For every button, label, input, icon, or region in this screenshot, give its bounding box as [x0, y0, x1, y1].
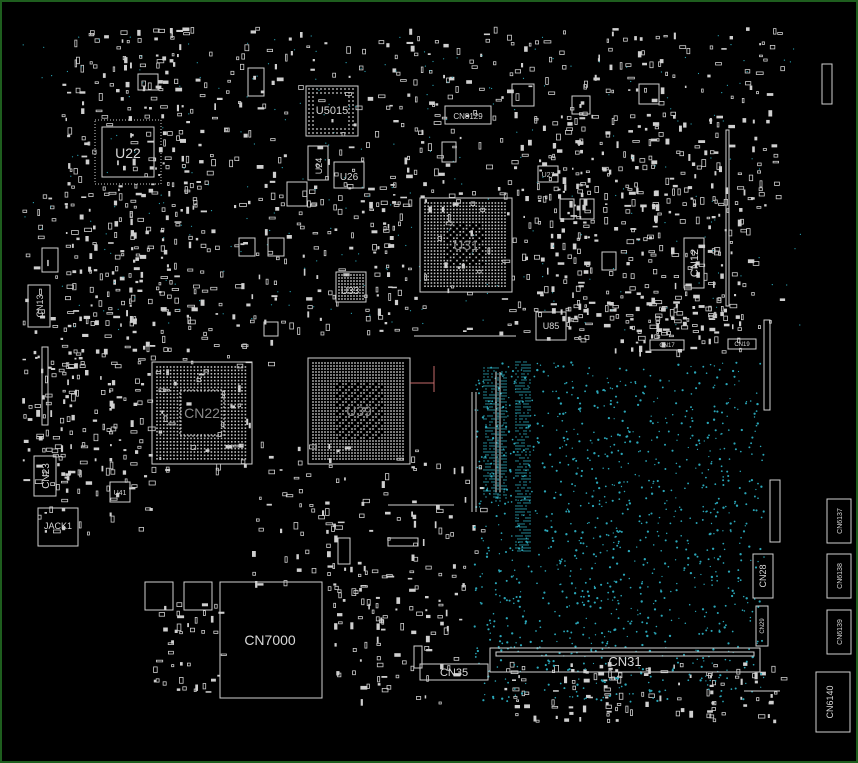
connector-cn6138[interactable] — [826, 553, 852, 599]
connector-cn7000[interactable] — [219, 581, 323, 699]
part-ic-k — [601, 251, 617, 271]
label-cn17: CN17 — [659, 343, 675, 349]
label-u5015: U5015 — [316, 105, 348, 117]
chip-u39[interactable] — [307, 357, 411, 465]
part-ic-e — [559, 198, 575, 220]
label-u26: U26 — [340, 172, 359, 183]
part-cn35-left — [413, 645, 423, 669]
label-cn22: CN22 — [184, 405, 220, 421]
connector-strip-right-mid — [763, 319, 771, 411]
part-cn7000-left-a — [144, 581, 174, 611]
label-u27: U27 — [542, 172, 555, 179]
connector-cn13[interactable] — [27, 284, 51, 328]
label-cn12: CN12 — [689, 249, 701, 277]
connector-top-right — [821, 63, 833, 105]
chip-u41[interactable] — [109, 481, 131, 503]
label-cn29: CN29 — [760, 618, 766, 634]
connector-cn23[interactable] — [33, 455, 57, 497]
component-scatter — [22, 26, 788, 724]
label-cn35: CN35 — [440, 667, 468, 679]
chip-u5015[interactable] — [305, 85, 359, 137]
chip-u26[interactable] — [333, 161, 365, 189]
chip-u24[interactable] — [307, 145, 329, 181]
part-ic-b — [511, 83, 535, 107]
label-u39: U39 — [346, 403, 372, 419]
trace-lines — [388, 335, 780, 692]
connector-strip-right — [725, 129, 730, 307]
connector-cn35[interactable] — [419, 663, 489, 681]
label-u22: U22 — [115, 145, 141, 161]
label-cn6140: CN6140 — [825, 685, 835, 718]
label-u24: U24 — [314, 158, 324, 175]
connector-cn31[interactable] — [489, 647, 761, 673]
label-cn6137: CN6137 — [837, 508, 844, 534]
label-u85: U85 — [543, 321, 560, 331]
connector-cn31-pins — [495, 651, 755, 657]
chip-u33[interactable] — [335, 271, 367, 303]
connector-cn26 — [387, 537, 419, 547]
connector-cn8129[interactable] — [444, 105, 492, 125]
part-ic-a — [286, 181, 308, 207]
part-cn7000-left-b — [183, 581, 213, 611]
part-ic-d — [638, 83, 660, 105]
chip-u27[interactable] — [537, 165, 559, 183]
label-cn8129: CN8129 — [453, 112, 483, 121]
label-cn19: CN19 — [734, 342, 750, 348]
part-ic-m — [441, 141, 457, 163]
connector-cn6140[interactable] — [815, 671, 851, 733]
connector-cn29[interactable] — [755, 605, 769, 647]
part-ic-h — [267, 237, 285, 257]
part-ic-c — [571, 95, 591, 115]
connector-strip-left — [41, 346, 49, 426]
chip-u31[interactable] — [419, 197, 513, 293]
connector-cn28[interactable] — [752, 553, 774, 599]
part-top-ic — [247, 67, 265, 97]
jack-jack1[interactable] — [37, 507, 79, 547]
part-ic-j — [263, 321, 279, 337]
connector-small-right — [769, 479, 781, 543]
connector-cn6137[interactable] — [826, 498, 852, 544]
label-cn13: CN13 — [35, 294, 45, 317]
connector-cn12[interactable] — [683, 237, 705, 289]
via-field — [22, 35, 802, 703]
bga-pins — [156, 88, 506, 460]
label-cn28: CN28 — [758, 564, 768, 587]
connector-cn6139[interactable] — [826, 609, 852, 655]
part-left-top — [41, 247, 59, 273]
label-cn7000: CN7000 — [244, 632, 296, 648]
chip-cn22[interactable] — [151, 361, 253, 465]
label-cn23: CN23 — [41, 463, 52, 489]
part-ic-f — [579, 198, 595, 220]
label-cn6138: CN6138 — [837, 563, 844, 589]
label-cn6139: CN6139 — [837, 619, 844, 645]
part-ic-l — [337, 537, 351, 565]
connector-cn17[interactable] — [649, 339, 685, 351]
label-cn31: CN31 — [608, 654, 641, 669]
label-u41: U41 — [114, 490, 127, 497]
chip-u22-pins — [94, 119, 162, 185]
chip-u22[interactable] — [101, 126, 155, 178]
chip-u85[interactable] — [535, 311, 567, 341]
connector-cn19[interactable] — [727, 338, 757, 350]
label-jack1: JACK1 — [44, 521, 72, 531]
part-ic-i — [137, 73, 159, 91]
label-u33: U33 — [341, 286, 360, 297]
label-u31: U31 — [453, 237, 479, 253]
highlight-trace — [410, 366, 435, 392]
part-ic-g — [238, 237, 256, 257]
